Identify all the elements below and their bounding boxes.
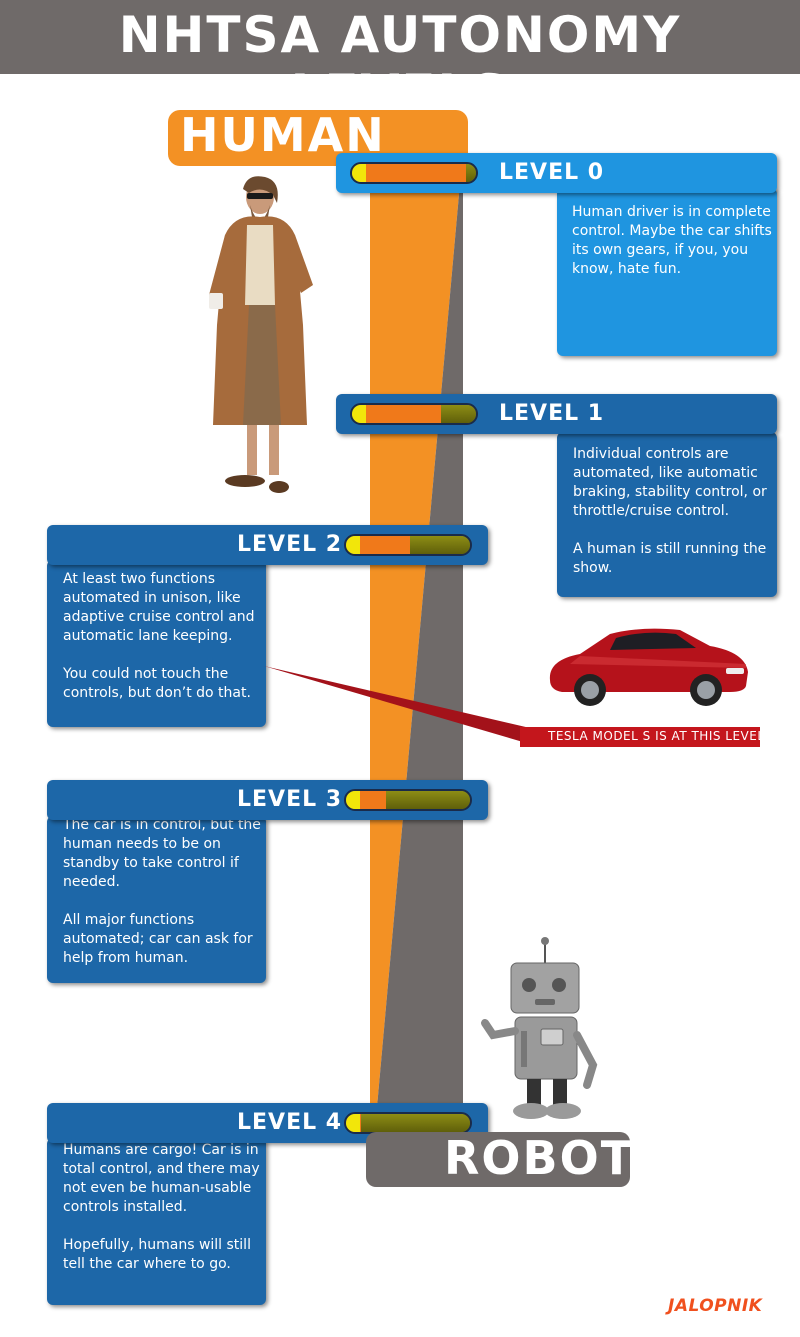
automation-remaining <box>466 164 476 182</box>
level-0-card <box>557 188 777 356</box>
level-1-description: Individual controls are automated, like … <box>573 446 767 576</box>
level-4-description: Humans are cargo! Car is in total contro… <box>63 1142 260 1272</box>
automation-fill <box>346 1114 361 1132</box>
level-0-meter <box>350 162 478 184</box>
automation-remaining <box>410 536 470 554</box>
level-0-tab: LEVEL 0 <box>336 153 777 193</box>
level-1-tab: LEVEL 1 <box>336 394 777 434</box>
level-1-card <box>557 432 777 597</box>
callout-text: TESLA MODEL S IS AT THIS LEVEL <box>548 729 765 743</box>
level-3-meter <box>344 789 472 811</box>
level-2-tab: LEVEL 2 <box>47 525 488 565</box>
level-0-description: Human driver is in complete control. May… <box>572 204 772 277</box>
robot-label: ROBOT <box>444 1131 635 1185</box>
callout-banner <box>520 727 760 747</box>
title-bar <box>0 0 800 74</box>
automation-fill <box>352 405 442 423</box>
robot-tab <box>366 1132 630 1187</box>
automation-fill <box>352 164 467 182</box>
car-image <box>549 628 748 706</box>
human-driver-figure <box>209 176 313 493</box>
level-4-meter <box>344 1112 472 1134</box>
level-2-meter <box>344 534 472 556</box>
jalopnik-logo: JALOPNIK <box>668 1296 763 1316</box>
page-title: NHTSA AUTONOMY LEVELS <box>118 6 682 122</box>
robot-figure <box>481 937 598 1119</box>
level-3-card <box>47 816 266 983</box>
automation-fill <box>346 791 386 809</box>
level-0-label: LEVEL 0 <box>499 160 605 185</box>
level-4-label: LEVEL 4 <box>237 1110 343 1135</box>
human-spine-band <box>370 120 463 1185</box>
automation-remaining <box>385 791 470 809</box>
level-1-meter <box>350 403 478 425</box>
level-2-card <box>47 560 266 727</box>
automation-fill <box>346 536 411 554</box>
level-1-label: LEVEL 1 <box>499 401 605 426</box>
level-3-tab: LEVEL 3 <box>47 780 488 820</box>
automation-remaining <box>441 405 476 423</box>
level-3-label: LEVEL 3 <box>237 787 343 812</box>
level-2-description: At least two functions automated in unis… <box>63 571 255 701</box>
level-2-label: LEVEL 2 <box>237 532 343 557</box>
automation-remaining <box>360 1114 470 1132</box>
level-4-card <box>47 1138 266 1305</box>
level-3-description: The car is in control, but the human nee… <box>63 817 261 966</box>
